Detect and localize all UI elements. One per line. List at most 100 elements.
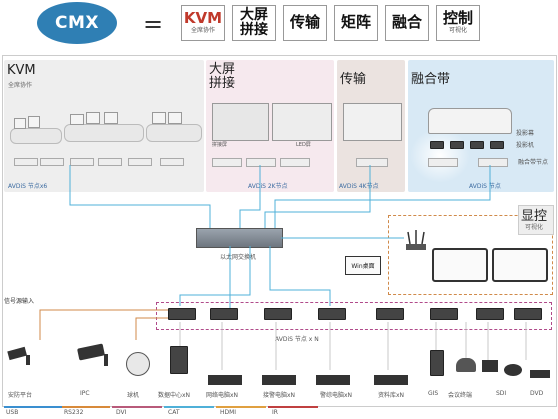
kvm-monitor — [152, 112, 166, 124]
computer-icon — [316, 375, 350, 385]
cable-cat — [69, 165, 211, 228]
dome-camera-icon — [126, 352, 150, 376]
legend-label: IR — [272, 409, 278, 416]
trans-panel-title: 传输 — [340, 72, 367, 87]
projector — [430, 141, 444, 149]
legend-line-hdmi — [216, 406, 266, 408]
splice-node-label: AVDiS 2K节点 — [248, 183, 288, 190]
projector-label: 投影机 — [516, 142, 535, 149]
fusion-avdis-label: AVDiS 节点 — [469, 183, 501, 190]
switch-label: 以太网交换机 — [220, 254, 257, 261]
source-label: 网络电脑xN — [206, 392, 239, 399]
kvm-node — [160, 158, 184, 166]
dvd-player-icon — [530, 370, 550, 378]
control-label: 控制 — [442, 9, 473, 28]
display-title: 显控 — [521, 209, 548, 224]
avdis-node — [168, 308, 196, 320]
legend-label: USB — [6, 409, 19, 416]
sdi-camera-icon — [482, 360, 498, 372]
kvm-desk-1 — [10, 128, 62, 144]
cable-cat — [264, 165, 371, 228]
source-label: SDI — [496, 390, 507, 397]
kvm-desk-2 — [64, 124, 144, 142]
source-label: 接警电脑xN — [263, 392, 296, 399]
splice-box: 大屏 拼接 — [232, 5, 276, 41]
kvm-monitor — [104, 112, 118, 124]
display-panel — [388, 215, 553, 295]
win-desktop: Win桌面 — [345, 256, 381, 275]
matrix-box: 矩阵 — [334, 5, 378, 41]
node-row-label: AVDiS 节点 x N — [275, 336, 319, 343]
avdis-node — [430, 308, 458, 320]
ipc-camera-icon — [74, 342, 116, 368]
kvm-monitor — [28, 116, 40, 128]
gis-device-icon — [430, 350, 444, 376]
fusion-node — [478, 158, 508, 167]
kvm-monitor — [14, 118, 26, 129]
avdis-node — [318, 308, 346, 320]
server-rack-icon — [170, 346, 188, 374]
fusion-node-label: 融合带节点 — [518, 159, 549, 166]
kvm-monitor — [168, 112, 182, 124]
legend: USB RS232 DVI CAT HDMI IR — [4, 406, 544, 418]
conference-terminal-icon — [456, 358, 476, 372]
source-label: DVD — [530, 390, 544, 397]
splice-node — [280, 158, 310, 167]
kvm-desk-3 — [146, 124, 202, 142]
control-sub: 可视化 — [448, 27, 467, 35]
splice-panel-title: 大屏 拼接 — [209, 62, 236, 92]
kvm-node — [98, 158, 122, 166]
kvm-box: KVM 全席协作 — [181, 5, 225, 41]
source-label: 会议终端 — [448, 392, 473, 399]
led-label: LED屏 — [296, 142, 311, 148]
kvm-node — [128, 158, 152, 166]
node-row-frame — [156, 302, 552, 330]
legend-label: CAT — [168, 409, 180, 416]
cable-rs232 — [135, 317, 170, 340]
source-label: 安防平台 — [8, 392, 33, 399]
avdis-node — [264, 308, 292, 320]
legend-label: RS232 — [64, 409, 84, 416]
tablet-icon — [492, 248, 548, 282]
kvm-node-label: AVDiS 节点x6 — [8, 183, 48, 190]
source-label: GIS — [428, 390, 439, 397]
avdis-node — [376, 308, 404, 320]
projector — [450, 141, 464, 149]
source-label: IPC — [80, 390, 90, 397]
computer-icon — [374, 375, 408, 385]
avdis-node — [514, 308, 542, 320]
legend-line-cat — [164, 406, 214, 408]
display-sub: 可视化 — [525, 224, 544, 231]
fusion-glow — [410, 128, 470, 183]
kvm-node — [40, 158, 64, 166]
dome-camera-icon — [504, 364, 522, 376]
kvm-node — [70, 158, 94, 166]
splice-node — [246, 158, 276, 167]
router-icon — [404, 228, 428, 252]
fusion-panel-title: 融合带 — [411, 72, 451, 87]
legend-label: DVI — [116, 409, 127, 416]
cable-cat — [239, 165, 261, 228]
kvm-panel-sub: 全席协作 — [8, 82, 33, 89]
splice-wall — [212, 103, 269, 141]
fusion-node — [428, 158, 458, 167]
fusion-label: 融合 — [391, 13, 422, 32]
trans-tv — [343, 103, 402, 141]
kvm-node — [14, 158, 38, 166]
trans-node-label: AVDiS 4K节点 — [339, 183, 379, 190]
legend-line-dvi — [112, 406, 162, 408]
legend-label: HDMI — [220, 409, 237, 416]
trans-node — [356, 158, 388, 167]
projection-screen — [428, 108, 512, 134]
security-platform-icon — [6, 345, 40, 367]
logo-text: CMX — [55, 13, 99, 33]
cable-cat — [179, 246, 251, 306]
splice-node — [212, 158, 242, 167]
trans-label: 传输 — [289, 13, 320, 32]
control-box: 控制 可视化 — [436, 5, 480, 41]
legend-line-usb — [4, 406, 64, 408]
cable-cat — [269, 246, 331, 306]
led-screen — [272, 103, 332, 141]
